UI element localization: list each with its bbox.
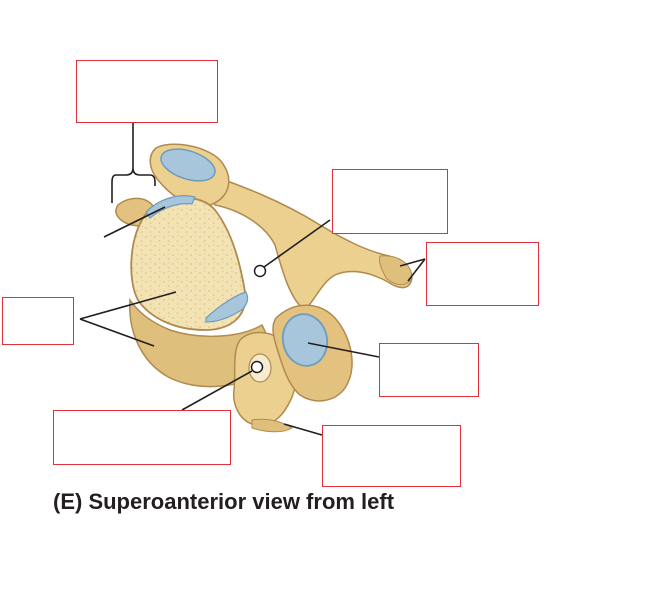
posterior-body-cartilage <box>205 291 249 323</box>
label-box-left[interactable] <box>2 297 74 345</box>
uncinate-process-cartilage <box>145 195 196 219</box>
label-box-top-left[interactable] <box>76 60 218 123</box>
label-box-upper-middle[interactable] <box>332 169 448 234</box>
label-box-right-upper[interactable] <box>426 242 539 306</box>
posterior-arch <box>194 168 413 311</box>
leader-facet <box>307 342 380 358</box>
leader-transverse-foramen <box>181 370 253 411</box>
leader-spinous-a <box>399 258 426 267</box>
leader-vertebral-foramen <box>263 219 331 268</box>
label-box-bottom-left[interactable] <box>53 410 231 465</box>
leader-tubercle <box>283 423 323 436</box>
figure-caption: (E) Superoanterior view from left <box>53 489 395 514</box>
inferior-articular-facet <box>281 313 329 367</box>
vertebral-foramen-marker <box>253 264 267 278</box>
leader-lines <box>79 122 426 436</box>
superior-articular-facet <box>160 148 216 182</box>
label-box-bottom-right[interactable] <box>322 425 461 487</box>
bracket-leader <box>111 122 156 203</box>
leader-spinous-b <box>407 258 426 282</box>
spinous-process <box>379 255 413 286</box>
anterior-tubercle <box>251 418 293 433</box>
leader-uncinate <box>103 206 166 238</box>
label-box-right-middle[interactable] <box>379 343 479 397</box>
leader-body-b <box>79 318 155 347</box>
transverse-foramen-marker <box>250 360 264 374</box>
leader-body-a <box>79 291 177 320</box>
